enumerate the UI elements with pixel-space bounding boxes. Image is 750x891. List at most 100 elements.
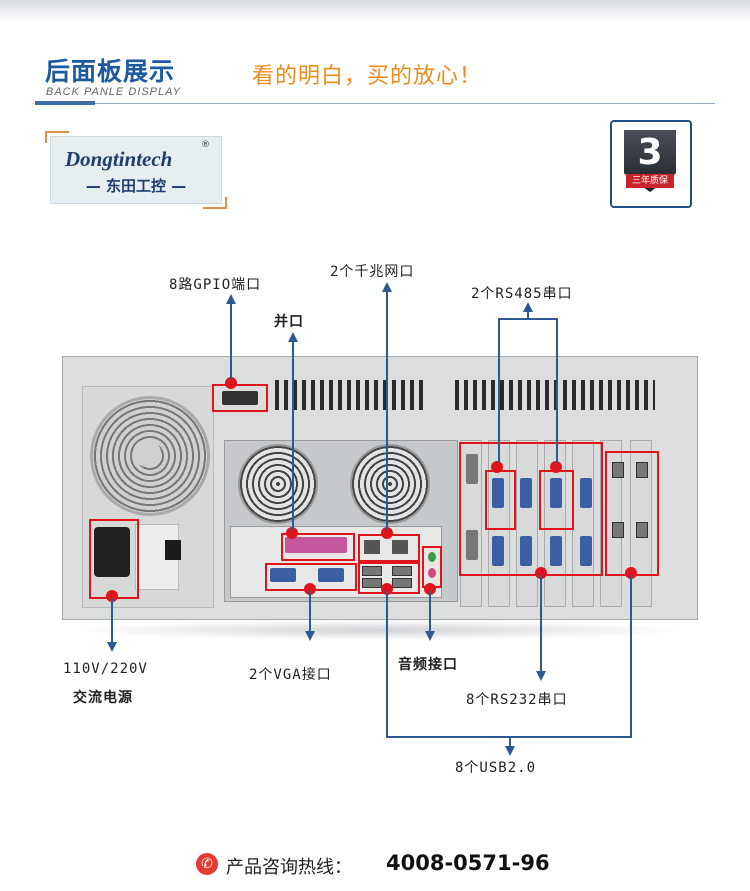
label-lan: 2个千兆网口 <box>330 264 415 280</box>
rs485-port-icon <box>550 478 562 508</box>
label-power-voltage: 110V/220V <box>63 661 148 677</box>
label-gpio: 8路GPIO端口 <box>169 277 262 293</box>
rs232-port-icon <box>580 536 592 566</box>
arrow-up-icon <box>288 332 298 342</box>
slogan: 看的明白，买的放心！ <box>252 64 483 89</box>
header-divider <box>35 103 715 104</box>
label-rs232: 8个RS232串口 <box>466 692 568 708</box>
rs232-port-icon <box>580 478 592 508</box>
logo-chinese-name: — 东田工控 — <box>85 177 187 195</box>
highlight-power <box>89 519 139 599</box>
highlight-parallel <box>281 533 355 561</box>
arrow-up-icon <box>226 294 236 304</box>
audio-jack-icon <box>428 552 436 562</box>
connector-line <box>292 340 294 530</box>
arrow-down-icon <box>425 631 435 641</box>
usb-port-icon <box>392 566 412 576</box>
logo-corner <box>45 131 69 143</box>
page-subtitle: BACK PANLE DISPLAY <box>46 86 181 98</box>
rs232-port-icon <box>520 478 532 508</box>
vga-port-icon <box>318 568 344 582</box>
fan-hub <box>133 439 161 467</box>
marker-dot <box>550 461 562 473</box>
ethernet-port-icon <box>392 540 408 554</box>
rs232-port-icon <box>520 536 532 566</box>
connector-line <box>498 318 500 463</box>
chassis-shadow <box>70 620 690 640</box>
label-usb: 8个USB2.0 <box>455 760 537 776</box>
vga-port-icon <box>270 568 296 582</box>
logo-brand-text: Dongtintech <box>65 147 173 171</box>
marker-dot <box>535 567 547 579</box>
highlight-rs232 <box>459 442 603 576</box>
system-fan-icon <box>238 444 318 524</box>
rs485-port-icon <box>492 478 504 508</box>
connector-line <box>386 290 388 530</box>
hotline-number[interactable]: 4008-0571-96 <box>386 851 550 875</box>
connector-line <box>509 736 511 748</box>
arrow-down-icon <box>536 671 546 681</box>
usb-port-icon <box>636 462 648 478</box>
warranty-badge: 3 三年质保 <box>610 120 692 208</box>
usb-port-icon <box>612 462 624 478</box>
marker-dot <box>625 567 637 579</box>
marker-dot <box>286 527 298 539</box>
connector-line <box>386 591 388 737</box>
label-parallel: 并口 <box>274 314 304 330</box>
usb-port-icon <box>612 522 624 538</box>
system-fan-icon <box>350 444 430 524</box>
usb-port-icon <box>392 578 412 588</box>
marker-dot <box>424 583 436 595</box>
rs232-port-icon <box>492 536 504 566</box>
connector-line <box>556 318 558 463</box>
warranty-text: 三年质保 <box>626 174 674 188</box>
marker-dot <box>491 461 503 473</box>
connector-line <box>230 302 232 380</box>
marker-dot <box>381 527 393 539</box>
label-power-ac: 交流电源 <box>73 690 133 706</box>
usb-port-icon <box>362 578 382 588</box>
serial-port-icon <box>466 530 478 560</box>
connector-line <box>630 575 632 737</box>
label-vga: 2个VGA接口 <box>249 667 332 683</box>
phone-icon: ✆ <box>196 853 218 875</box>
highlight-usb-card <box>605 451 659 576</box>
highlight-audio <box>422 546 442 588</box>
arrow-down-icon <box>305 631 315 641</box>
header-divider-accent <box>35 101 95 105</box>
top-gradient-bar <box>0 0 750 22</box>
marker-dot <box>106 590 118 602</box>
vent-grille <box>275 380 425 410</box>
ethernet-port-icon <box>364 540 380 554</box>
parallel-port-icon <box>285 537 347 553</box>
connector-line <box>429 591 431 631</box>
marker-dot <box>304 583 316 595</box>
arrow-up-icon <box>382 282 392 292</box>
warranty-years: 3 <box>637 132 663 173</box>
connector-line <box>309 591 311 631</box>
label-rs485: 2个RS485串口 <box>471 286 573 302</box>
label-audio: 音频接口 <box>398 657 458 673</box>
page-title: 后面板展示 <box>45 57 176 86</box>
marker-dot <box>225 377 237 389</box>
arrow-down-icon <box>107 642 117 652</box>
logo-corner <box>203 197 227 209</box>
connector-line <box>111 598 113 642</box>
rs232-port-icon <box>550 536 562 566</box>
connector-line <box>540 575 542 671</box>
arrow-down-icon <box>505 746 515 756</box>
hotline-label: 产品咨询热线： <box>226 857 352 878</box>
serial-port-icon <box>466 454 478 484</box>
usb-port-icon <box>636 522 648 538</box>
connector-line <box>527 310 529 320</box>
power-switch-icon <box>165 540 181 560</box>
vent-grille <box>455 380 655 410</box>
highlight-gpio <box>212 384 268 412</box>
brand-logo: Dongtintech ® — 东田工控 — <box>45 131 227 209</box>
logo-registered-mark: ® <box>201 140 210 150</box>
marker-dot <box>381 583 393 595</box>
gpio-port-icon <box>222 391 258 405</box>
audio-jack-icon <box>428 568 436 578</box>
arrow-up-icon <box>523 302 533 312</box>
power-socket-icon <box>94 527 130 577</box>
